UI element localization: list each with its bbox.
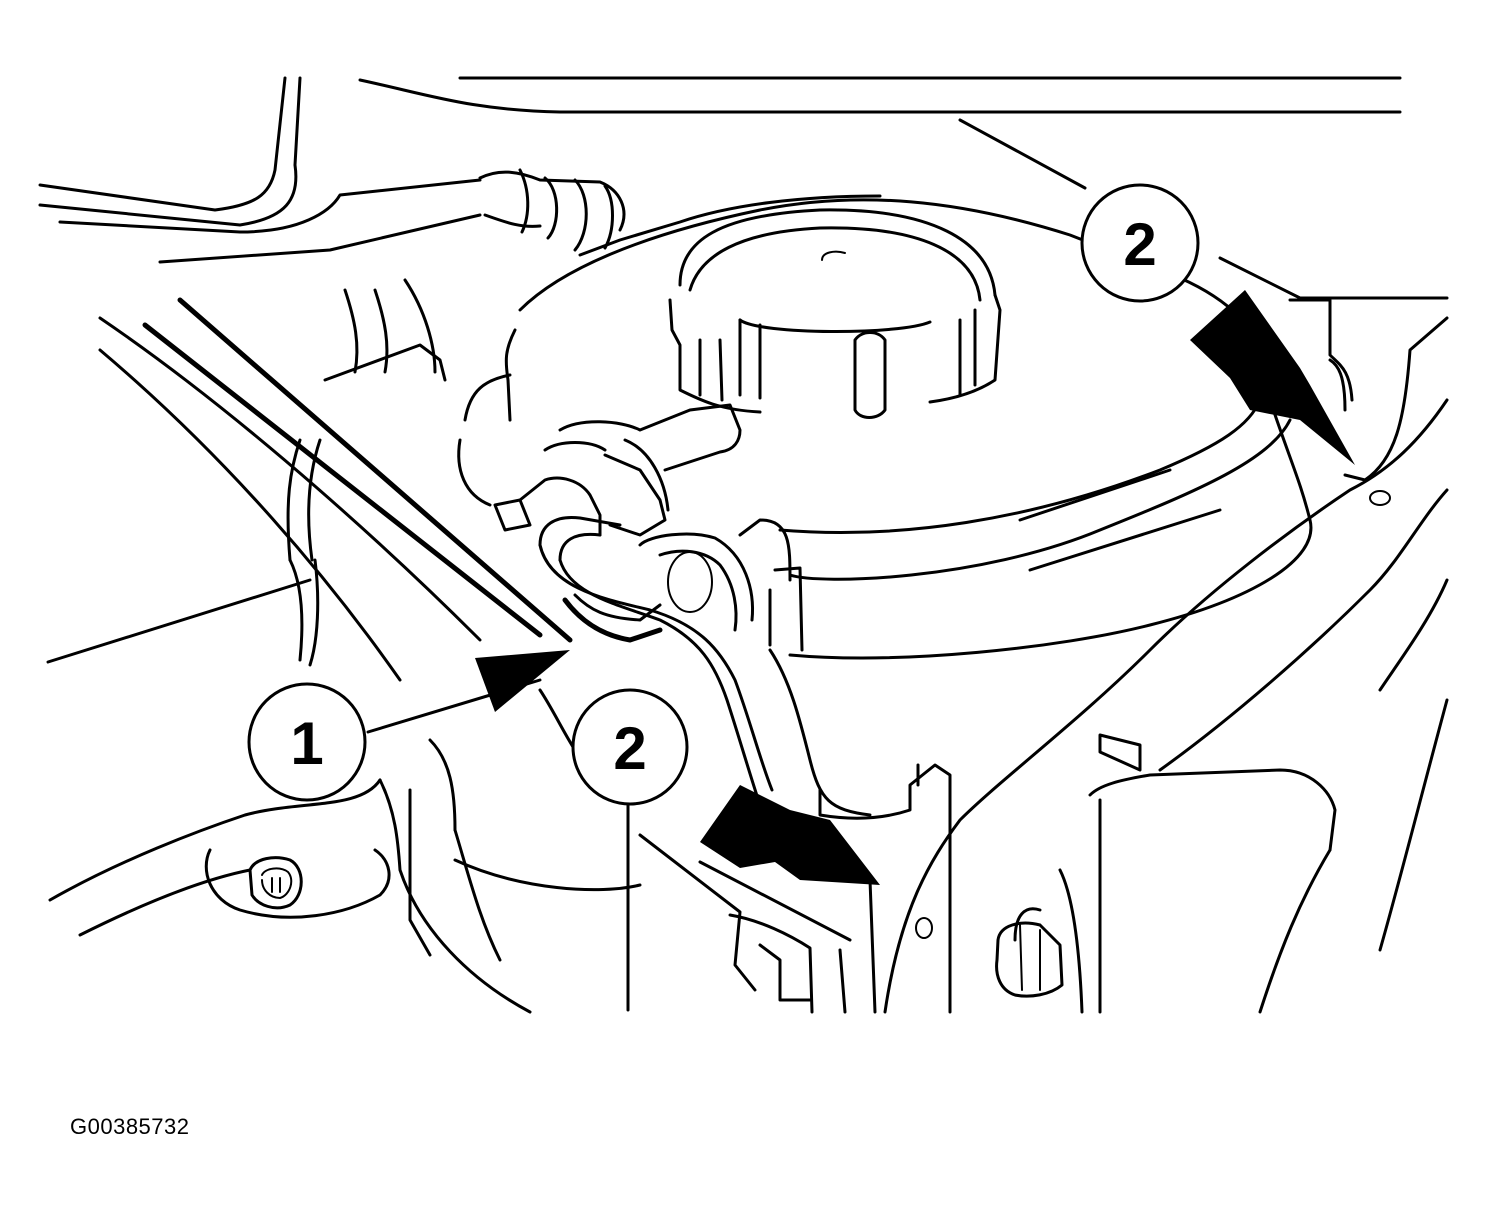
upper-hose [478,168,882,257]
callout-2-right: 2 [1080,183,1355,465]
left-hoses [286,278,447,667]
callout-1: 1 [247,650,570,802]
callout-2-center-circle [571,688,689,806]
hood-strut [98,297,573,682]
bolt-left [248,856,303,910]
callout-2-right-circle [1080,183,1200,303]
level-sensor-connector [493,403,742,562]
left-upper-panel [38,76,482,264]
callout-2-center-label: 2 [613,715,646,782]
callout-2-right-label: 2 [1123,211,1156,278]
right-panel [818,316,1449,1014]
center-bracket [638,833,877,1014]
bolt-right [995,907,1064,998]
master-cylinder [638,518,804,652]
reservoir-cap [668,208,1002,419]
brake-fluid-reservoir [457,198,1391,817]
sensor-wire-hose [538,543,774,807]
callout-2-center-arrowhead [700,785,880,885]
callout-2-right-arrowhead [1190,290,1355,465]
callout-2-center: 2 [571,688,880,885]
callout-1-label: 1 [290,710,323,777]
hood-outline [358,76,1449,300]
callout-1-arrowhead [475,650,570,712]
lower-left-structure [46,578,642,1014]
figure-id-label: G00385732 [70,1114,190,1139]
callout-1-circle [247,682,367,802]
